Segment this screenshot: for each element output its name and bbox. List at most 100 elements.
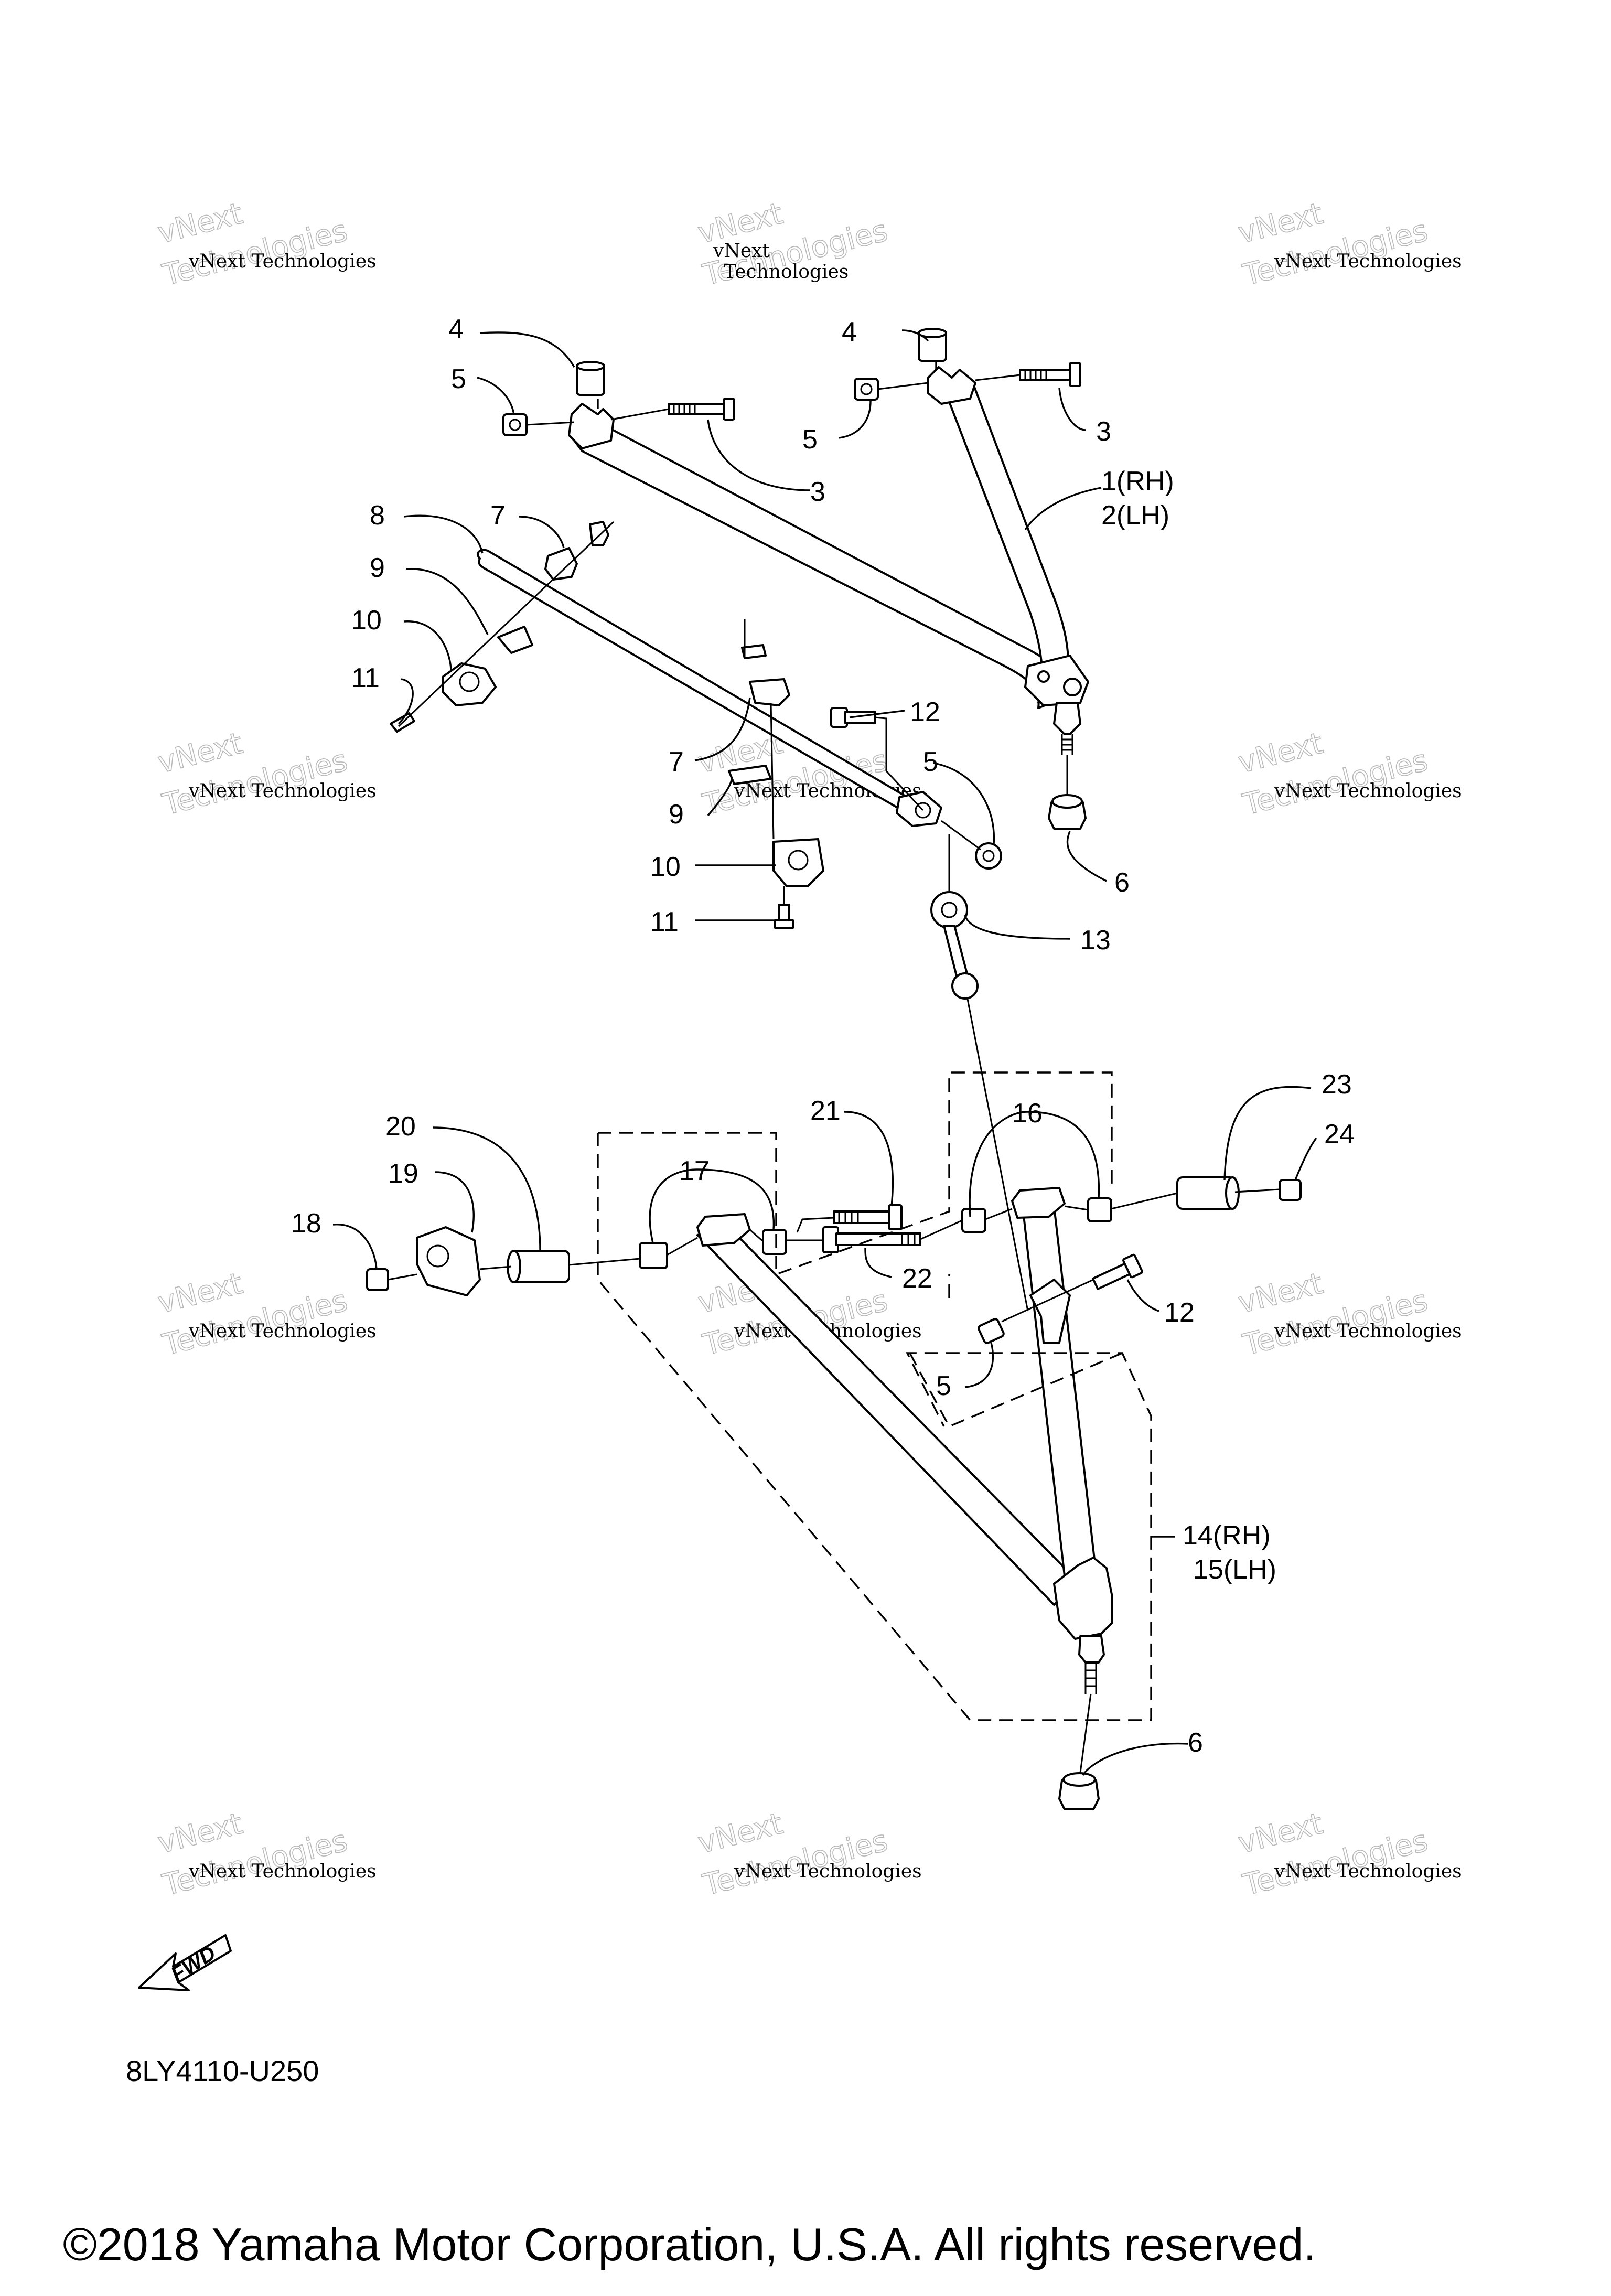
callout-22: 22 bbox=[902, 1263, 932, 1294]
nut-5-lower bbox=[978, 1318, 1005, 1344]
callout-4: 4 bbox=[842, 317, 857, 347]
leader-line bbox=[864, 1248, 892, 1278]
stabilizer-holder-10a bbox=[442, 662, 497, 706]
watermark: vNext Technologies vNext Technologies bbox=[154, 1266, 377, 1363]
bolt-thread bbox=[673, 404, 696, 414]
leader-line bbox=[649, 1168, 775, 1243]
castle-nut-top bbox=[1062, 1772, 1096, 1787]
bracket bbox=[741, 644, 790, 706]
callout-6: 6 bbox=[1114, 867, 1130, 898]
leader-line bbox=[403, 620, 452, 672]
bolt-thread bbox=[1024, 370, 1047, 380]
holder-hole bbox=[459, 671, 480, 692]
stabilizer-nut bbox=[975, 842, 1002, 870]
nut-24 bbox=[1279, 1179, 1302, 1201]
callout-9: 9 bbox=[669, 799, 684, 830]
callout-6: 6 bbox=[1188, 1728, 1203, 1758]
copyright-notice: ©2018 Yamaha Motor Corporation, U.S.A. A… bbox=[63, 2218, 1316, 2270]
callout-20: 20 bbox=[385, 1111, 416, 1142]
assembly-axis-line bbox=[526, 374, 1021, 426]
leader-line bbox=[901, 329, 929, 342]
leader-line bbox=[1066, 831, 1107, 882]
leader-line bbox=[964, 1342, 994, 1388]
bolt-thread bbox=[901, 1233, 916, 1245]
ball-joint-hole bbox=[1037, 670, 1050, 683]
nut-hole bbox=[860, 383, 873, 395]
leader-line bbox=[403, 514, 484, 554]
stabilizer-bar-end-hole bbox=[915, 802, 931, 819]
callout-18: 18 bbox=[291, 1208, 321, 1239]
callout-9: 9 bbox=[370, 553, 385, 583]
fwd-arrow-icon: FWD bbox=[138, 1934, 232, 1991]
callout-4: 4 bbox=[448, 314, 464, 345]
collar bbox=[1176, 1176, 1240, 1210]
diagram-reference-code: 8LY4110-U250 bbox=[126, 2054, 319, 2087]
callout-5: 5 bbox=[923, 747, 938, 777]
nut bbox=[1279, 1179, 1302, 1201]
stabilizer-bushing-9a bbox=[497, 626, 533, 654]
stabilizer-link bbox=[930, 891, 979, 1000]
nut bbox=[854, 378, 879, 401]
leader-line bbox=[1082, 1742, 1188, 1776]
assembly-axis-line bbox=[874, 716, 924, 811]
watermark: vNext Technologies vNext Technologies bbox=[154, 726, 377, 823]
callout-7: 7 bbox=[490, 500, 506, 531]
assembly-group-outline bbox=[909, 1274, 1123, 1428]
nut bbox=[975, 842, 1002, 870]
watermark: vNext Technologies vNext Technologies bbox=[1234, 196, 1462, 293]
castle-nut-upper bbox=[1048, 801, 1087, 830]
holder-hole bbox=[788, 850, 809, 871]
callout-11: 11 bbox=[650, 907, 679, 937]
leader-line bbox=[1223, 1086, 1312, 1181]
watermark-text: vNext Technologies bbox=[188, 1861, 377, 1882]
callout-17: 17 bbox=[679, 1156, 710, 1186]
link-upper-eye bbox=[930, 891, 968, 929]
leader-line bbox=[1058, 388, 1086, 431]
callout-labels: 4 5 3 4 5 3 1(RH) 2(LH) 8 7 9 10 11 12 7… bbox=[291, 314, 1355, 1758]
callout-12: 12 bbox=[1164, 1297, 1195, 1328]
upper-arm-rear-bracket bbox=[927, 366, 976, 405]
castle-nut bbox=[1058, 1772, 1100, 1810]
stabilizer-holder-7b bbox=[749, 678, 790, 706]
lower-arm-knuckle bbox=[1053, 1557, 1113, 1640]
leader-line bbox=[707, 778, 733, 817]
callout-19: 19 bbox=[388, 1158, 418, 1189]
watermark-text: vNext Technologies bbox=[1274, 780, 1462, 802]
watermark-text: vNext Technologies bbox=[1274, 1861, 1462, 1882]
bolt bbox=[668, 398, 735, 421]
leader-line bbox=[694, 697, 751, 761]
watermark-text: vNext Technologies bbox=[188, 251, 377, 272]
link-lower-eye bbox=[951, 972, 979, 1000]
callout-1-rh: 1(RH) bbox=[1101, 466, 1174, 497]
bolt bbox=[1092, 1253, 1143, 1290]
bracket-hole bbox=[426, 1244, 449, 1268]
watermark: vNext Technologies vNext Technologies bbox=[154, 196, 377, 293]
bolt bbox=[833, 1204, 903, 1230]
leader-line bbox=[969, 1111, 1100, 1217]
leader-line bbox=[849, 710, 905, 718]
stabilizer-bar-end bbox=[896, 791, 942, 827]
bushing bbox=[497, 626, 772, 785]
leader-line bbox=[398, 678, 414, 725]
castle-nut-lower bbox=[1058, 1779, 1100, 1810]
bolt bbox=[1019, 362, 1081, 387]
watermark: vNext Technologies vNext Technologies bbox=[694, 1806, 922, 1903]
bushing bbox=[576, 361, 605, 396]
stabilizer-clip-7b bbox=[741, 644, 767, 659]
leader-line bbox=[1294, 1137, 1317, 1181]
callout-24: 24 bbox=[1324, 1119, 1355, 1150]
leader-line bbox=[844, 1111, 894, 1207]
nut-18 bbox=[366, 1268, 389, 1291]
watermark: vNext Technologies vNext Technologies bbox=[1234, 1806, 1462, 1903]
callout-13: 13 bbox=[1080, 925, 1111, 956]
watermark-text: vNext Technologies bbox=[188, 1321, 377, 1342]
assembly-axis-line bbox=[948, 834, 1029, 1312]
callout-3: 3 bbox=[810, 477, 825, 507]
lower-ball-joint-stud bbox=[1078, 1635, 1105, 1664]
callout-5: 5 bbox=[936, 1371, 951, 1401]
assembly-axis-line bbox=[388, 1188, 1280, 1323]
leader-line bbox=[332, 1224, 378, 1270]
callout-11: 11 bbox=[351, 663, 380, 693]
bolt-thread bbox=[838, 1211, 859, 1223]
assembly-group-outline bbox=[597, 1071, 1152, 1721]
